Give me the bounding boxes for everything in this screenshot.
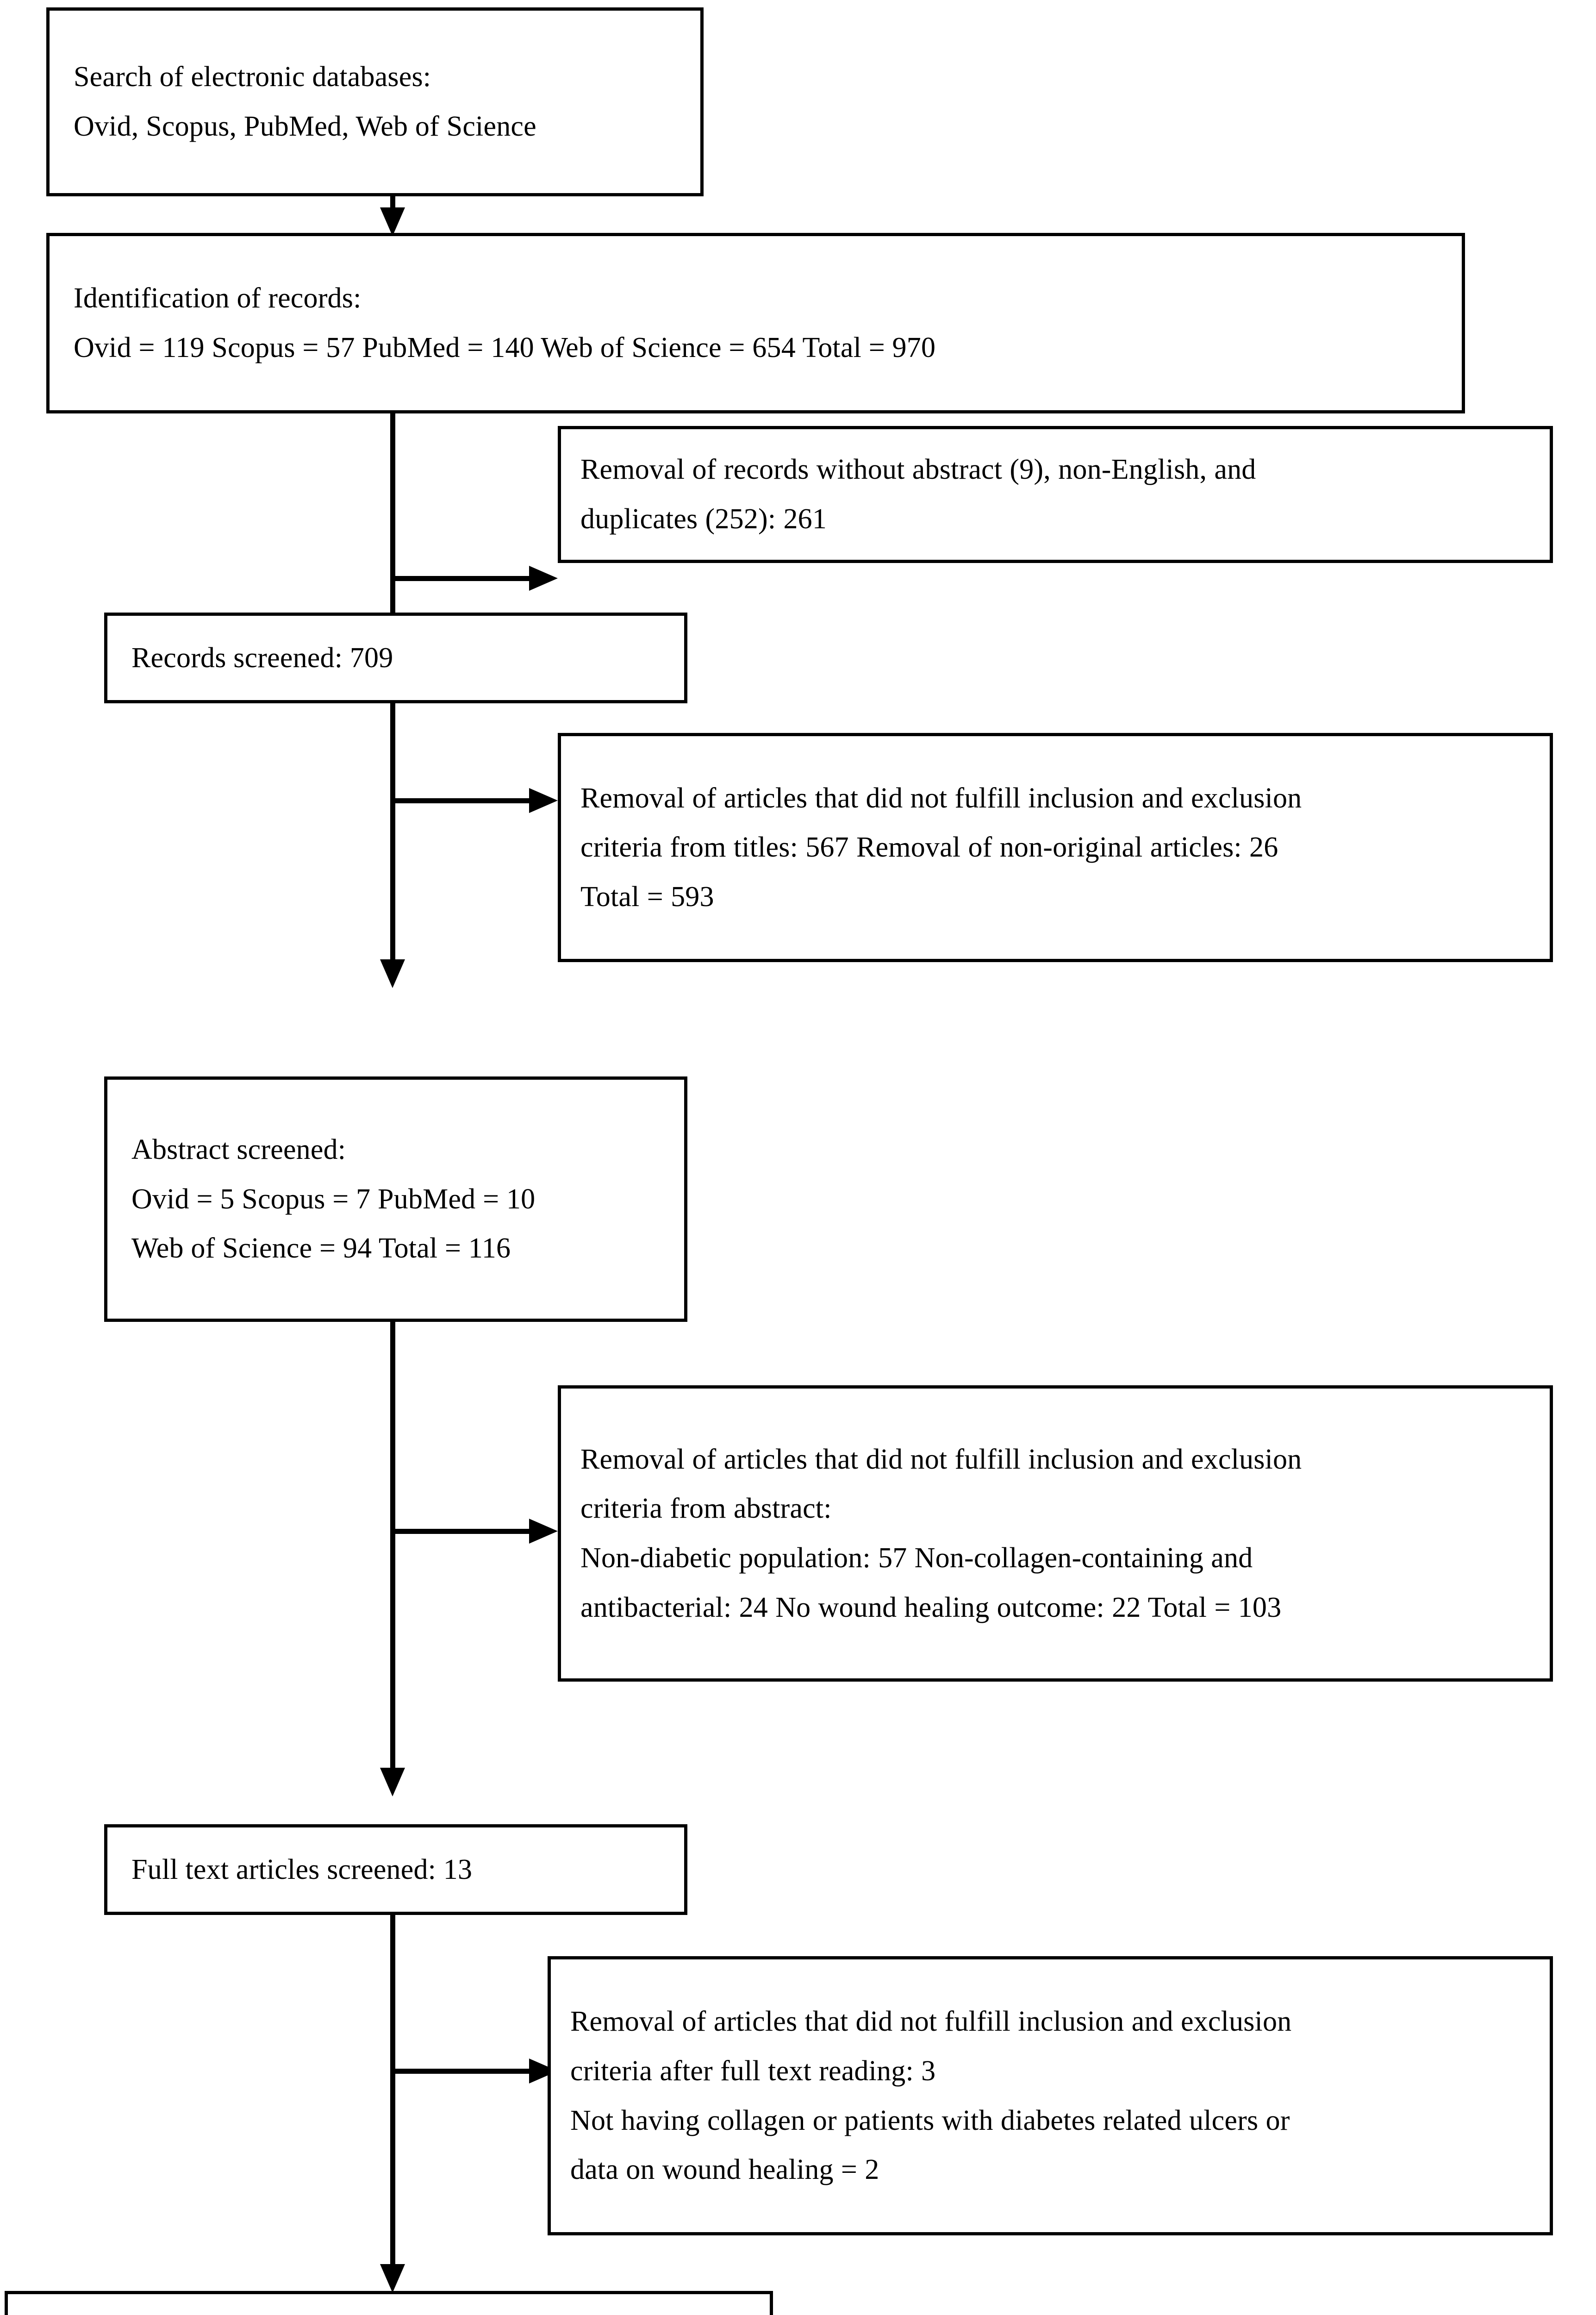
connector-identification-to-records-screened <box>390 413 395 631</box>
abstract-screened-line-3: Web of Science = 94 Total = 116 <box>131 1233 511 1264</box>
connector-records-screened-to-abstract-screened <box>390 703 395 976</box>
exclusion-4-line-4: data on wound healing = 2 <box>570 2154 879 2186</box>
exclusion-1-line-2: duplicates (252): 261 <box>580 503 827 535</box>
box-studies-included-in-qualitative-synthesis: Studies included in qualitative synthesi… <box>5 2291 773 2315</box>
box-full-text-articles-screened: Full text articles screened: 13 <box>104 1824 687 1915</box>
exclusion-4-line-3: Not having collagen or patients with dia… <box>570 2104 1290 2136</box>
branch-to-exclusion-1 <box>390 576 534 581</box>
exclusion-3-line-1: Removal of articles that did not fulfill… <box>580 1443 1302 1475</box>
branch-to-exclusion-2 <box>390 798 534 803</box>
connector-abstract-screened-to-full-text <box>390 1322 395 1785</box>
exclusion-3-line-3: Non-diabetic population: 57 Non-collagen… <box>580 1542 1253 1574</box>
box-exclusion-removal-by-abstract-criteria: Removal of articles that did not fulfill… <box>558 1385 1553 1682</box>
arrowhead-to-exclusion-3 <box>529 1519 558 1544</box>
search-line-1: Search of electronic databases: <box>74 61 431 93</box>
arrowhead-to-exclusion-2 <box>529 788 558 813</box>
branch-to-exclusion-3 <box>390 1529 534 1534</box>
identification-line-2: Ovid = 119 Scopus = 57 PubMed = 140 Web … <box>74 332 936 363</box>
abstract-screened-line-2: Ovid = 5 Scopus = 7 PubMed = 10 <box>131 1183 536 1215</box>
box-exclusion-removal-by-title-criteria: Removal of articles that did not fulfill… <box>558 733 1553 962</box>
exclusion-4-line-2: criteria after full text reading: 3 <box>570 2055 936 2087</box>
arrowhead-search-to-identification <box>380 207 405 236</box>
box-search-of-electronic-databases: Search of electronic databases: Ovid, Sc… <box>46 7 704 196</box>
exclusion-2-line-3: Total = 593 <box>580 881 714 913</box>
exclusion-1-line-1: Removal of records without abstract (9),… <box>580 454 1256 486</box>
exclusion-4-line-1: Removal of articles that did not fulfill… <box>570 2006 1292 2038</box>
box-identification-of-records: Identification of records: Ovid = 119 Sc… <box>46 233 1465 413</box>
records-screened-line-1: Records screened: 709 <box>131 642 393 674</box>
arrowhead-to-exclusion-1 <box>529 566 558 591</box>
search-line-2: Ovid, Scopus, PubMed, Web of Science <box>74 111 536 142</box>
arrowhead-to-abstract-screened <box>380 959 405 988</box>
exclusion-2-line-2: criteria from titles: 567 Removal of non… <box>580 832 1278 863</box>
box-exclusion-removal-after-full-text-reading: Removal of articles that did not fulfill… <box>548 1956 1553 2235</box>
connector-full-text-to-included <box>390 1915 395 2281</box>
branch-to-exclusion-4 <box>390 2069 534 2074</box>
abstract-screened-line-1: Abstract screened: <box>131 1134 346 1166</box>
identification-line-1: Identification of records: <box>74 282 362 314</box>
box-abstract-screened: Abstract screened: Ovid = 5 Scopus = 7 P… <box>104 1076 687 1322</box>
exclusion-3-line-4: antibacterial: 24 No wound healing outco… <box>580 1591 1282 1623</box>
box-exclusion-removal-of-records-without-abstract: Removal of records without abstract (9),… <box>558 426 1553 563</box>
exclusion-3-line-2: criteria from abstract: <box>580 1493 832 1525</box>
box-records-screened: Records screened: 709 <box>104 613 687 703</box>
arrowhead-to-full-text-screened <box>380 1768 405 1796</box>
arrowhead-to-included <box>380 2264 405 2293</box>
exclusion-2-line-1: Removal of articles that did not fulfill… <box>580 782 1302 814</box>
full-text-screened-line-1: Full text articles screened: 13 <box>131 1853 473 1885</box>
